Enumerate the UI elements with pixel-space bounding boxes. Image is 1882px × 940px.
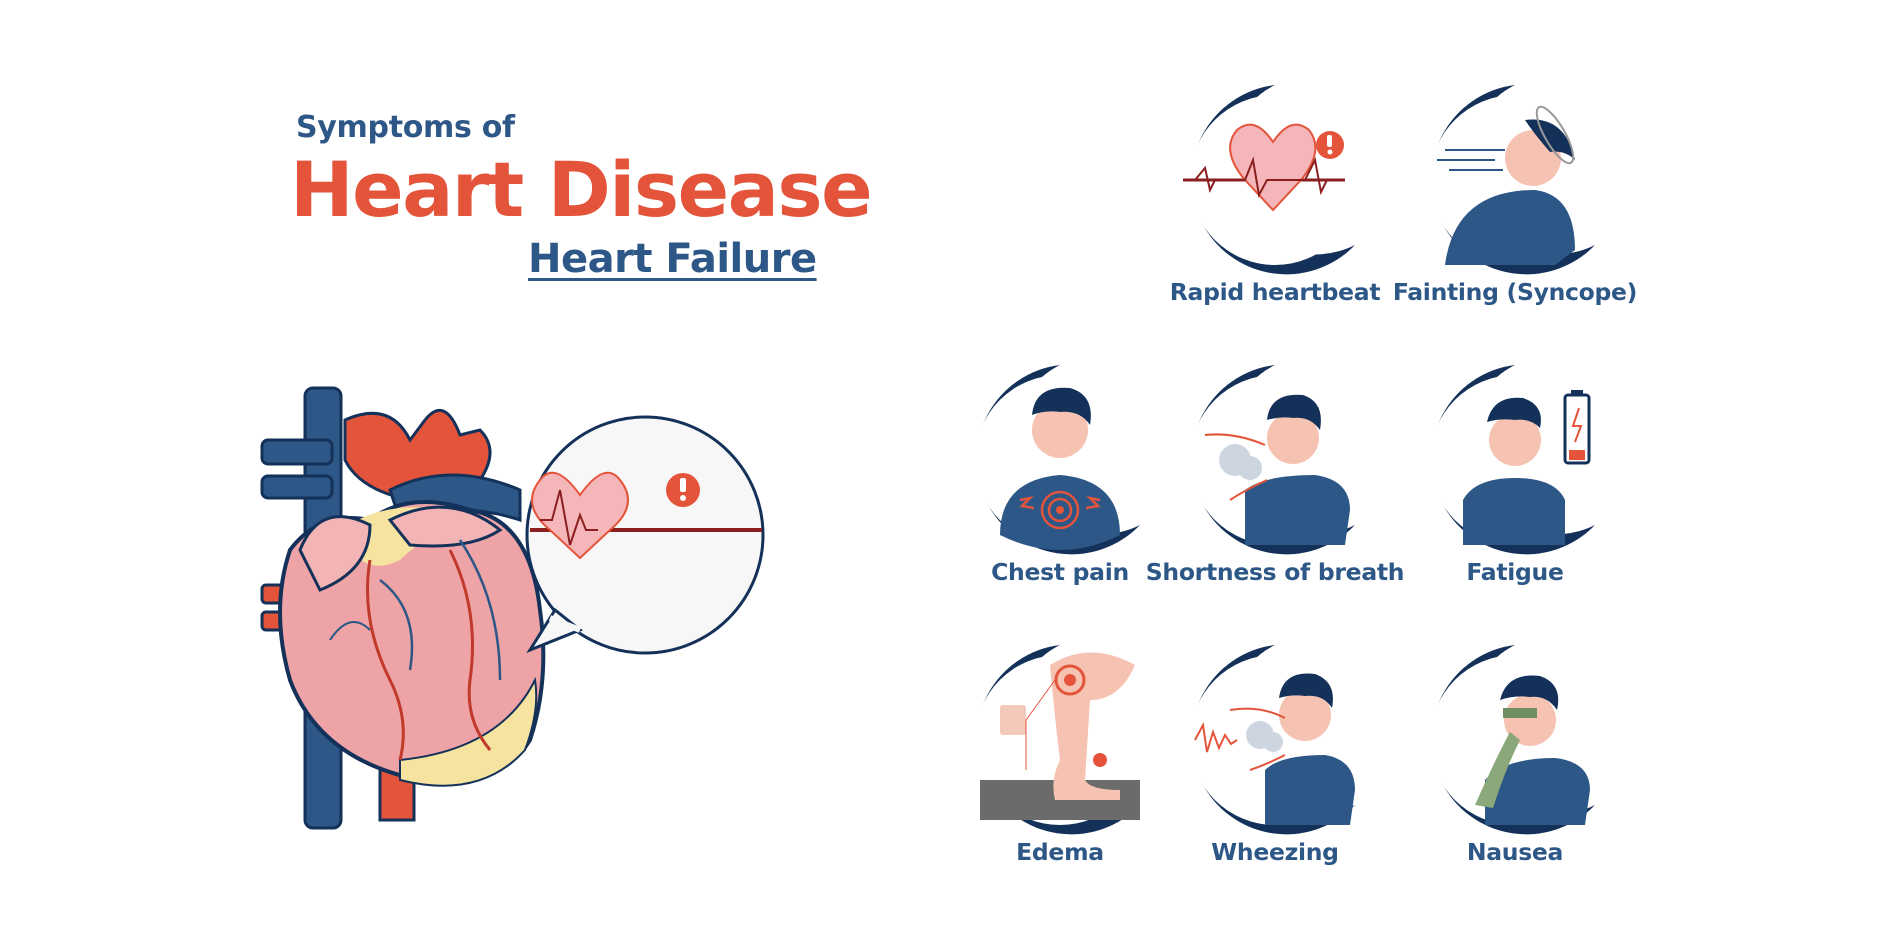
rapid-heartbeat-icon — [1183, 85, 1360, 275]
symptom-label: Chest pain — [991, 558, 1129, 586]
symptom-label: Shortness of breath — [1145, 558, 1405, 586]
symptom-fainting: Fainting (Syncope) — [1350, 80, 1637, 320]
fatigue-icon — [1430, 365, 1600, 555]
title-kicker: Symptoms of — [296, 110, 515, 145]
fainting-icon — [1430, 85, 1600, 275]
symptom-edema: Edema — [895, 640, 1155, 880]
symptom-label: Fatigue — [1466, 558, 1564, 586]
symptom-shortness-of-breath: Shortness of breath — [1110, 360, 1405, 600]
page-subtitle: Heart Failure — [528, 236, 817, 282]
symptom-label: Wheezing — [1211, 838, 1339, 866]
wheezing-icon — [1190, 645, 1360, 835]
symptom-wheezing: Wheezing — [1110, 640, 1370, 880]
symptom-nausea: Nausea — [1350, 640, 1610, 880]
symptom-label: Nausea — [1466, 838, 1564, 866]
edema-icon — [975, 645, 1145, 835]
symptom-chest-pain: Chest pain — [895, 360, 1155, 600]
shortness-of-breath-icon — [1190, 365, 1360, 555]
heart-illustration — [250, 380, 800, 840]
symptom-label: Edema — [1016, 838, 1104, 866]
chest-pain-icon — [975, 365, 1145, 555]
symptom-rapid-heartbeat: Rapid heartbeat — [1110, 80, 1381, 320]
symptom-label: Rapid heartbeat — [1169, 278, 1381, 306]
symptom-fatigue: Fatigue — [1350, 360, 1610, 600]
nausea-icon — [1430, 645, 1600, 835]
symptom-label: Fainting (Syncope) — [1392, 278, 1638, 306]
page-title: Heart Disease — [290, 145, 873, 234]
anatomical-heart-icon — [260, 386, 765, 830]
